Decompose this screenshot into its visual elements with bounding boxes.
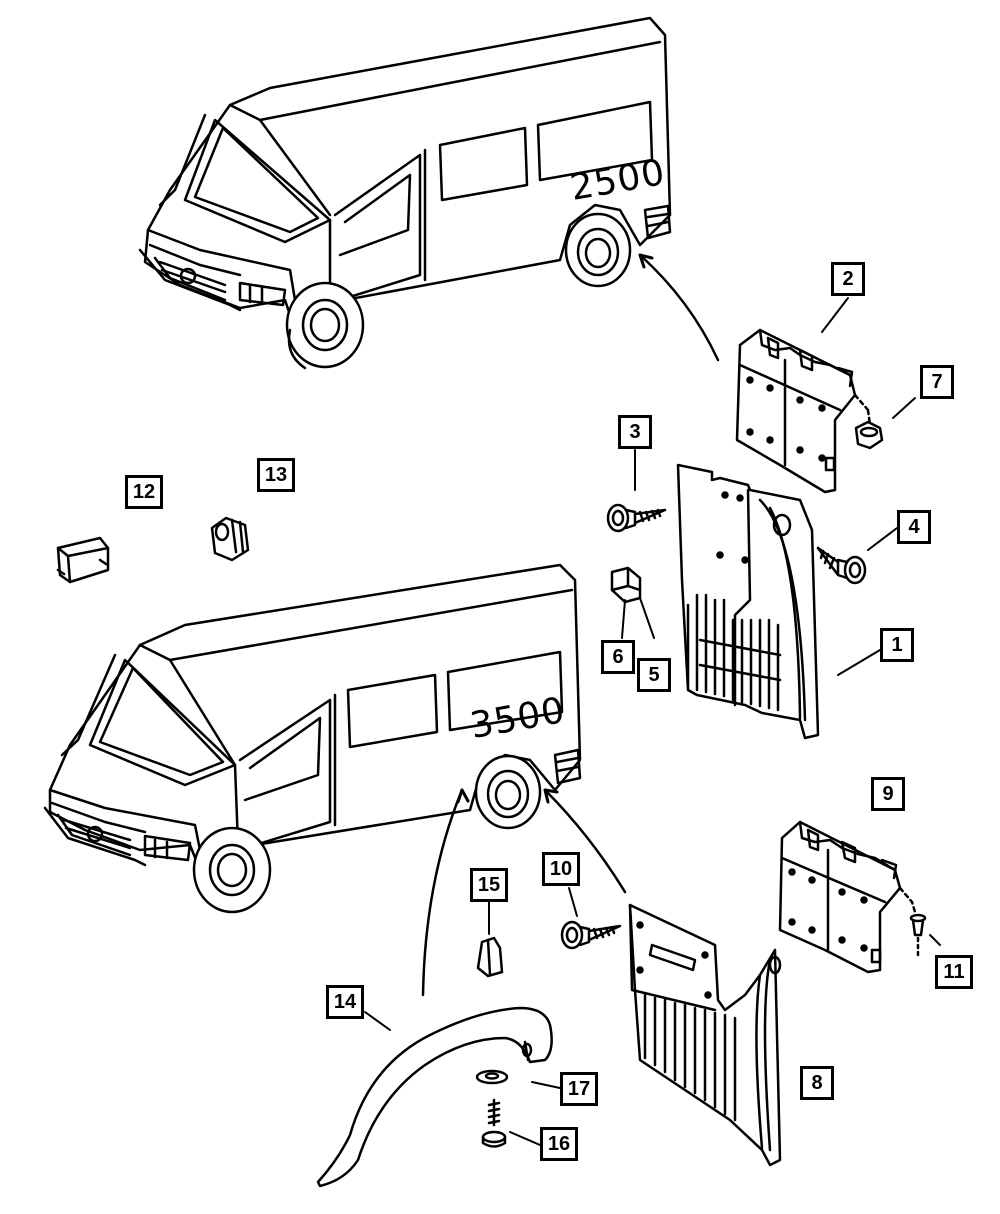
washer-part-17 — [475, 1069, 509, 1085]
leader-lines — [364, 297, 941, 1146]
callout-17: 17 — [560, 1072, 598, 1106]
screw-part-16 — [481, 1098, 507, 1148]
screw-part-3 — [606, 503, 667, 533]
nut-part-13 — [210, 516, 250, 562]
bracket-part-2 — [735, 328, 872, 494]
callout-13: 13 — [257, 458, 295, 492]
arrow-8-to-van — [543, 788, 627, 894]
callout-11: 11 — [935, 955, 973, 989]
callout-1: 1 — [880, 628, 914, 662]
callout-6: 6 — [601, 640, 635, 674]
clip-part-15 — [476, 936, 504, 978]
callout-14: 14 — [326, 985, 364, 1019]
rivet-part-11 — [909, 913, 927, 960]
nut-part-7 — [854, 420, 884, 450]
callout-10: 10 — [542, 852, 580, 886]
callout-9: 9 — [871, 777, 905, 811]
callout-8: 8 — [800, 1066, 834, 1100]
callout-2: 2 — [831, 262, 865, 296]
van-3500 — [43, 563, 582, 914]
callout-15: 15 — [470, 868, 508, 902]
mud-flap-part-8 — [628, 903, 782, 1167]
mud-flap-part-1 — [676, 463, 820, 740]
callout-12: 12 — [125, 475, 163, 509]
retainer-part-12 — [56, 536, 110, 584]
callout-16: 16 — [540, 1127, 578, 1161]
arrow-14-to-van — [421, 788, 470, 997]
screw-part-10 — [560, 920, 622, 950]
arrow-2-to-van — [638, 253, 720, 362]
callout-4: 4 — [897, 510, 931, 544]
callout-5: 5 — [637, 658, 671, 692]
screw-part-4 — [816, 546, 867, 585]
bracket-part-9 — [778, 820, 917, 974]
wheel-flare-part-14 — [316, 1006, 553, 1188]
clip-part-5-6 — [610, 566, 642, 604]
callout-7: 7 — [920, 365, 954, 399]
van-2500 — [138, 16, 672, 370]
callout-3: 3 — [618, 415, 652, 449]
